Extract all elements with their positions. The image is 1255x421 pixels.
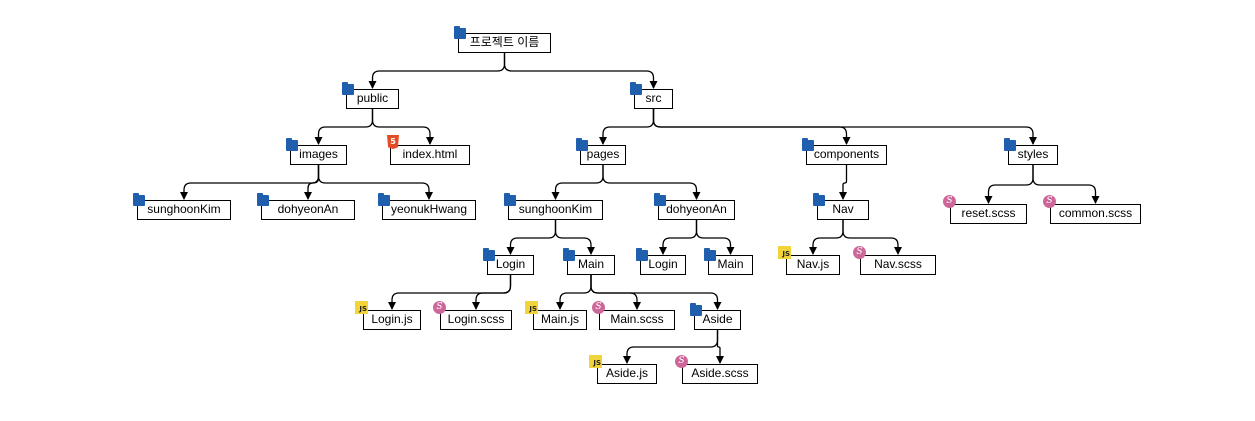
- folder-icon: [813, 193, 825, 206]
- node-root: 프로젝트 이름: [458, 33, 551, 53]
- edge-s_main-to-aside: [590, 275, 722, 310]
- edge-src-to-styles: [652, 109, 1037, 145]
- sass-icon: S: [1043, 195, 1056, 208]
- js-icon: JS: [525, 301, 538, 314]
- node-public: public: [346, 89, 399, 109]
- node-components: components: [806, 145, 887, 165]
- folder-icon: [133, 193, 145, 206]
- node-d_main: Main: [708, 255, 753, 275]
- node-commonscss: common.scss: [1050, 204, 1141, 224]
- node-src: src: [634, 89, 673, 109]
- folder-icon: [257, 193, 269, 206]
- edge-aside-to-asidescss: [716, 330, 724, 364]
- folder-icon: [630, 82, 642, 95]
- sass-icon: S: [592, 301, 605, 314]
- edge-pg_sung-to-s_login: [506, 220, 557, 255]
- edge-s_login-to-loginscss: [472, 275, 512, 310]
- edge-styles-to-resetscss: [984, 165, 1034, 204]
- folder-icon: [1004, 138, 1016, 151]
- folder-icon: [342, 82, 354, 95]
- edge-styles-to-commonscss: [1032, 165, 1100, 204]
- edge-s_main-to-mainjs: [556, 275, 592, 310]
- edge-images-to-img_yeon: [317, 165, 433, 200]
- node-nav: Nav: [817, 200, 869, 220]
- node-loginscss: Login.scss: [440, 310, 512, 330]
- edge-s_login-to-loginjs: [388, 275, 512, 310]
- node-asidejs: Aside.js: [597, 364, 657, 384]
- folder-icon: [378, 193, 390, 206]
- js-icon: JS: [355, 301, 368, 314]
- folder-icon: [654, 193, 666, 206]
- folder-icon: [286, 138, 298, 151]
- js-icon: JS: [778, 246, 791, 259]
- edge-pg_sung-to-s_main: [554, 220, 595, 255]
- node-s_login: Login: [487, 255, 534, 275]
- sass-icon: S: [433, 301, 446, 314]
- node-img_dohy: dohyeonAn: [261, 200, 355, 220]
- edge-aside-to-asidejs: [623, 330, 719, 364]
- node-s_main: Main: [567, 255, 615, 275]
- edge-images-to-img_sung: [180, 165, 320, 200]
- edge-public-to-indexhtml: [371, 109, 434, 145]
- edge-pages-to-pg_dohy: [602, 165, 701, 200]
- edge-root-to-src: [503, 53, 658, 89]
- node-styles: styles: [1008, 145, 1058, 165]
- edge-root-to-public: [368, 53, 506, 89]
- node-indexhtml: index.html: [390, 145, 470, 165]
- edge-components-to-nav: [839, 165, 848, 200]
- edge-public-to-images: [314, 109, 374, 145]
- folder-icon: [576, 138, 588, 151]
- js-icon: JS: [589, 355, 602, 368]
- folder-icon: [454, 26, 466, 39]
- folder-icon: [636, 248, 648, 261]
- node-pg_sung: sunghoonKim: [508, 200, 603, 220]
- folder-icon: [504, 193, 516, 206]
- node-asidescss: Aside.scss: [682, 364, 758, 384]
- edge-images-to-img_dohy: [304, 165, 320, 200]
- sass-icon: S: [853, 246, 866, 259]
- node-aside: Aside: [694, 310, 741, 330]
- node-resetscss: reset.scss: [950, 204, 1027, 224]
- node-navjs: Nav.js: [786, 255, 840, 275]
- edge-pg_dohy-to-d_main: [695, 220, 735, 255]
- folder-icon: [704, 248, 716, 261]
- sass-icon: S: [675, 355, 688, 368]
- node-d_login: Login: [640, 255, 686, 275]
- node-navscss: Nav.scss: [860, 255, 936, 275]
- node-mainjs: Main.js: [533, 310, 587, 330]
- edge-pages-to-pg_sung: [551, 165, 604, 200]
- edge-nav-to-navjs: [809, 220, 844, 255]
- folder-icon: [563, 248, 575, 261]
- node-img_sung: sunghoonKim: [137, 200, 231, 220]
- node-images: images: [290, 145, 347, 165]
- edge-src-to-pages: [599, 109, 655, 145]
- html5-icon: 5: [387, 135, 399, 149]
- node-mainscss: Main.scss: [599, 310, 675, 330]
- folder-icon: [483, 248, 495, 261]
- node-img_yeon: yeonukHwang: [382, 200, 476, 220]
- folder-icon: [802, 138, 814, 151]
- node-loginjs: Login.js: [363, 310, 421, 330]
- edge-pg_dohy-to-d_login: [659, 220, 698, 255]
- sass-icon: S: [943, 195, 956, 208]
- node-pages: pages: [580, 145, 626, 165]
- edge-nav-to-navscss: [842, 220, 902, 255]
- folder-icon: [690, 303, 702, 316]
- node-pg_dohy: dohyeonAn: [658, 200, 735, 220]
